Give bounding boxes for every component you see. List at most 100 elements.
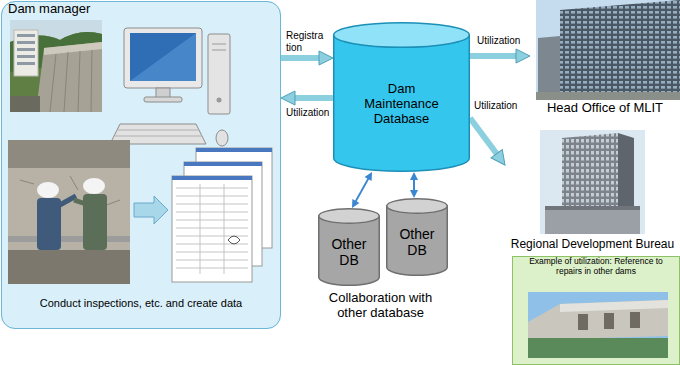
edge-label: Utilization [477, 35, 525, 47]
flow-arrow [470, 118, 497, 155]
building-node: Regional Development Bureau [505, 128, 680, 254]
edge-label: Utilization [286, 107, 332, 119]
building-photo [536, 0, 680, 100]
data-sheets [176, 220, 248, 221]
computer-icon [217, 98, 222, 103]
building-photo [560, 0, 680, 100]
inspection-photo [37, 198, 61, 250]
inspection-photo [83, 194, 107, 250]
dam-photo [78, 51, 80, 112]
inspection-photo [8, 140, 130, 284]
inspection-photo [8, 250, 130, 284]
repair-photo [528, 338, 668, 358]
data-sheets [224, 184, 225, 274]
building-photo [545, 206, 640, 234]
inspection-photo [74, 200, 86, 204]
data-sheets [176, 228, 248, 229]
data-sheets [196, 148, 272, 152]
computer-icon [212, 44, 226, 45]
dam-photo [64, 52, 68, 112]
dam-photo [17, 55, 35, 58]
computer-icon [115, 130, 202, 136]
inspection-photo [8, 140, 130, 284]
dam-photo [44, 42, 102, 55]
cylinder-top [334, 23, 470, 48]
edge-label: Utilization [474, 100, 522, 112]
dam-photo [50, 54, 56, 112]
flow-arrow [294, 95, 333, 101]
inspection-photo [8, 236, 130, 242]
data-sheets [172, 176, 252, 282]
inspection-photo [8, 140, 130, 168]
organization-panel: Dam managerConduct inspections, etc. and… [1, 1, 281, 329]
panel-ground [1, 1, 281, 329]
dam-photo [91, 50, 92, 112]
cylinder-body [387, 206, 448, 275]
database-cylinder: Other DB [318, 208, 380, 286]
database-cylinder: Other DB [386, 198, 448, 276]
computer-icon [144, 97, 182, 102]
data-sheets [176, 268, 248, 269]
building-caption: Regional Development Bureau [511, 238, 674, 252]
panel-caption: Conduct inspections, etc. and create dat… [40, 297, 242, 310]
data-sheets [176, 204, 248, 205]
data-sheets [176, 236, 248, 237]
dam-photo [14, 30, 38, 76]
repair-photo [578, 312, 640, 330]
repair-photo [578, 314, 588, 330]
building-node: Head Office of MLIT [530, 0, 680, 118]
node-text: Dam Maintenance Database [356, 82, 448, 127]
computer-icon [130, 33, 196, 81]
node-text: Other DB [323, 236, 375, 268]
computer-icon [115, 136, 202, 137]
repair-photo [528, 292, 668, 358]
computer-icon [124, 28, 202, 88]
dam-photo [17, 48, 35, 51]
building-photo [545, 206, 640, 210]
example-panel: Example of utilization: Reference to rep… [512, 256, 680, 365]
data-sheets [176, 252, 248, 253]
sync-arrow [355, 178, 368, 202]
data-sheets [176, 188, 248, 189]
computer-icon [216, 130, 228, 146]
sync-arrow [413, 179, 415, 191]
dam-photo [17, 62, 35, 65]
dam-photo [10, 20, 102, 112]
panel-caption: Example of utilization: Reference to rep… [518, 257, 674, 277]
building-photo [536, 0, 680, 100]
dam-photo [17, 34, 35, 65]
data-sheets [176, 196, 248, 197]
data-sheets [176, 212, 248, 213]
panel-title: Dam manager [8, 2, 90, 17]
dam-photo [17, 41, 35, 44]
data-sheets [228, 236, 240, 244]
cylinder-top [319, 209, 380, 224]
data-sheets [172, 148, 272, 282]
flow-arrow [470, 53, 517, 59]
computer-icon [212, 50, 226, 51]
computer-icon [110, 28, 230, 146]
repair-photo [560, 300, 668, 312]
cylinder-body [334, 35, 470, 171]
dam-photo [50, 50, 92, 112]
building-photo [538, 36, 560, 100]
flow-arrow [281, 55, 320, 61]
computer-icon [208, 34, 230, 114]
data-sheets [176, 244, 248, 245]
inspection-photo [37, 182, 59, 198]
repair-photo [528, 300, 668, 340]
data-sheets [176, 260, 248, 261]
dam-photo [17, 34, 35, 37]
cylinder-top [387, 199, 448, 214]
inspection-photo [58, 196, 76, 206]
repair-photo [630, 312, 640, 328]
computer-icon [130, 33, 196, 81]
database-cylinder: Dam Maintenance Database [333, 22, 470, 172]
building-photo [540, 130, 645, 234]
edge-label: Registration [286, 30, 324, 53]
building-photo [540, 130, 645, 234]
inspection-photo [70, 176, 78, 190]
cylinder-body [319, 216, 380, 285]
